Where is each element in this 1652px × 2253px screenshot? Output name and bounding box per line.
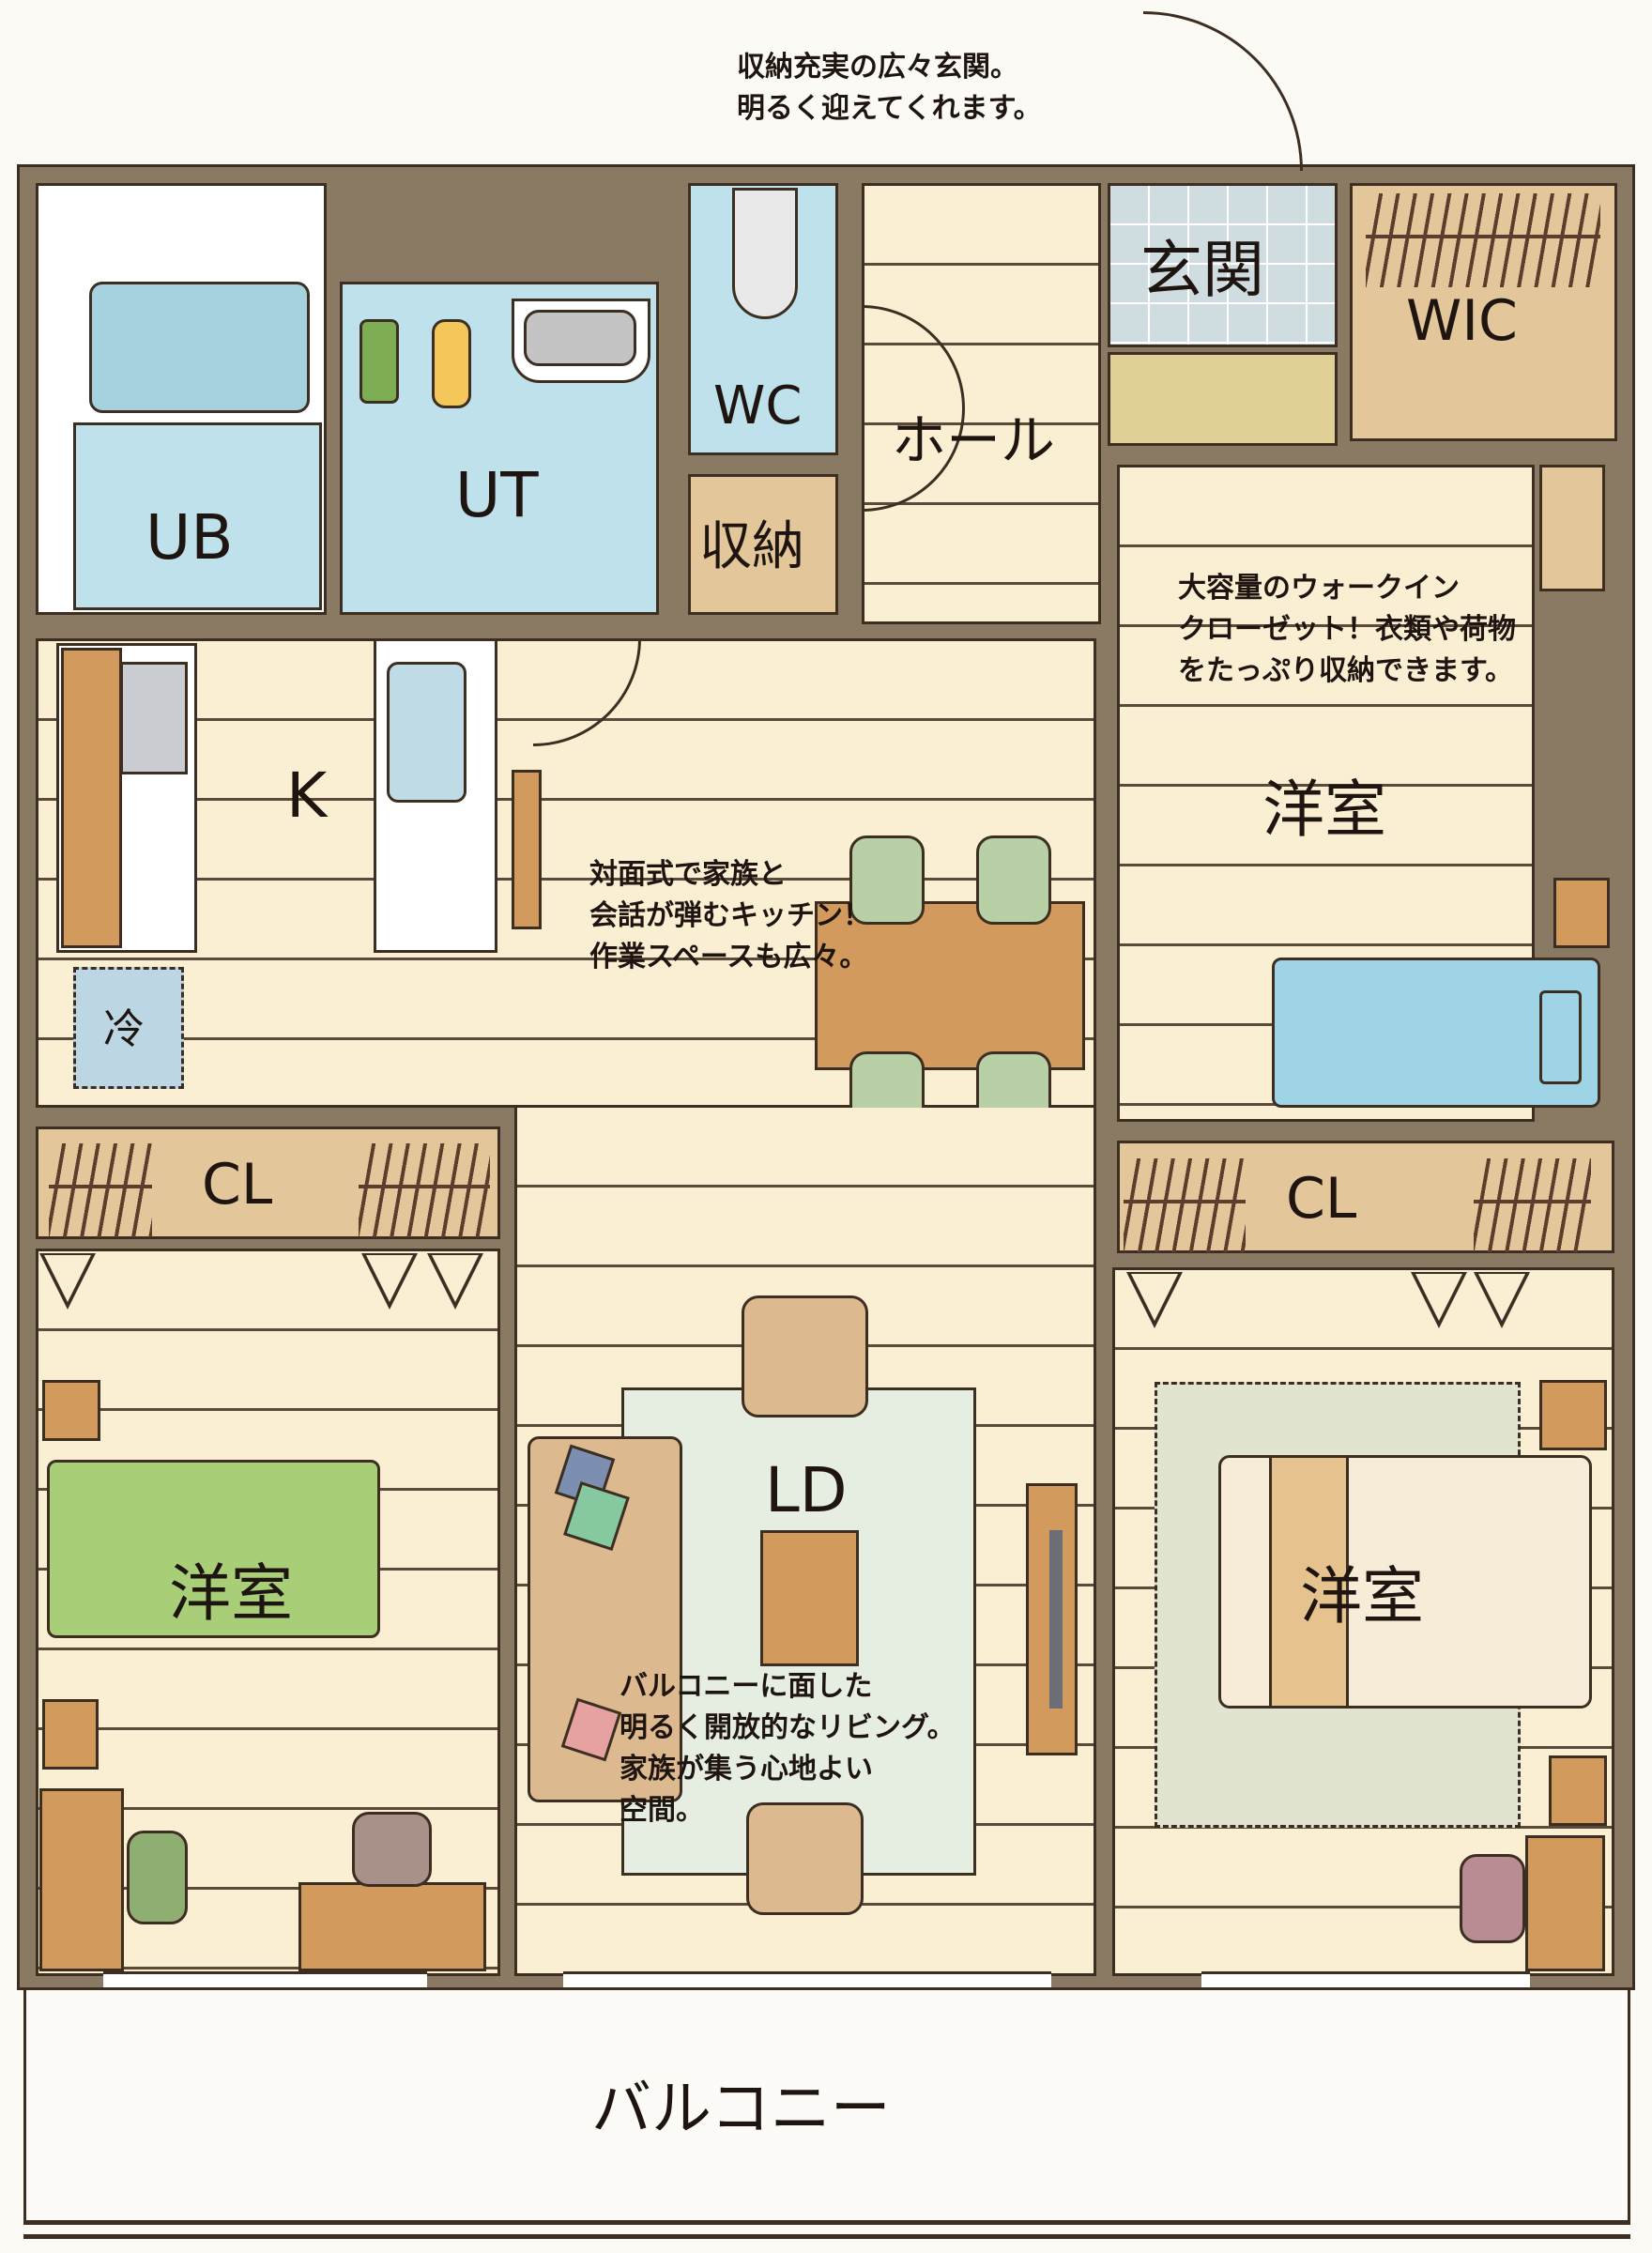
tv-stand [1026,1483,1078,1755]
green-bed [47,1460,380,1638]
room-label-wc: WC [713,376,803,437]
dining-chair-1 [849,835,925,925]
room-label-western-se: 洋室 [1300,1560,1424,1632]
closet-door-icon [427,1253,483,1310]
room-label-western-sw: 洋室 [169,1557,293,1630]
closet-door-icon [39,1253,96,1310]
desk-chair-mauve [1460,1854,1525,1943]
closet-west-rod-left [49,1185,152,1279]
dining-chair-2 [976,835,1051,925]
pillow [1539,990,1582,1084]
kitchen-note: 対面式で家族と 会話が弾むキッチン！ 作業スペースも広々。 [589,858,871,973]
coffee-table [760,1530,859,1666]
bathtub [89,282,310,413]
room-label-closet-west: CL [202,1152,273,1218]
desk-chair-brown [352,1812,432,1887]
room-label-ld: LD [765,1454,848,1526]
closet-door-icon [1474,1272,1530,1328]
closet-door-icon [1411,1272,1467,1328]
window-sw [103,1971,427,1990]
room-label-ut: UT [455,459,539,531]
room-label-storage: 収納 [699,516,804,577]
kitchen-cabinet [61,648,122,948]
front-door-swing [1143,11,1303,171]
toilet-icon [732,188,798,319]
room-label-genkan: 玄関 [1140,234,1264,306]
closet-door-icon [361,1253,418,1310]
nightstand [1553,878,1610,948]
soap-bottle-yellow-icon [432,319,471,408]
wall-clock [42,1380,100,1441]
stove-icon [120,662,188,774]
room-label-ub: UB [145,501,234,574]
storage-area [688,474,838,615]
plant-stand [42,1699,99,1770]
wic-hanger-rod [1366,235,1600,329]
nightstand-lamp-bottom [1549,1755,1607,1826]
island-sink [387,662,467,803]
shoe-cabinet [1108,352,1338,446]
room-label-wic: WIC [1406,288,1518,354]
room-label-balcony: バルコニー [591,2075,891,2144]
room-label-western-ne: 洋室 [1262,774,1386,846]
kitchen-shelf [512,770,542,929]
desk-chair-green [127,1831,188,1924]
closet-door-icon [1126,1272,1183,1328]
window-ld [563,1971,1051,1990]
window-se [1201,1971,1530,1990]
tv-icon [1049,1530,1063,1709]
armchair-north [742,1295,868,1418]
desk-west [39,1788,124,1971]
desk-east [1525,1835,1605,1971]
living-note: バルコニーに面した 明るく開放的なリビング。 家族が集う心地よい 空間。 [620,1670,956,1827]
entrance-note: 収納充実の広々玄関。 明るく迎えてくれます。 [737,51,1042,125]
sink-bowl [524,310,636,366]
room-label-hall: ホール [892,408,1056,472]
fridge-space [73,967,184,1089]
room-label-kitchen: K [286,759,328,832]
closet-east-rod-left [1124,1200,1246,1294]
soap-bottle-green-icon [359,319,399,404]
room-label-fridge: 冷 [103,1005,145,1053]
nightstand-lamp-top [1539,1380,1607,1450]
wic-note: 大容量のウォークイン クローゼット！衣類や荷物 をたっぷり収納できます。 [1178,572,1516,687]
balcony-rail [23,2234,1630,2239]
genkan-area [1108,183,1338,347]
dining-table [815,901,1085,1070]
armchair-south [746,1802,864,1915]
bed-runner [1269,1455,1349,1709]
closet-west-rod-right [359,1185,490,1279]
balcony [23,1990,1630,2225]
wic-side-storage [1539,465,1605,591]
desk-south [298,1882,486,1971]
room-label-closet-east: CL [1286,1166,1357,1232]
ub-floor [73,422,322,610]
closet-east-rod-right [1474,1200,1591,1294]
